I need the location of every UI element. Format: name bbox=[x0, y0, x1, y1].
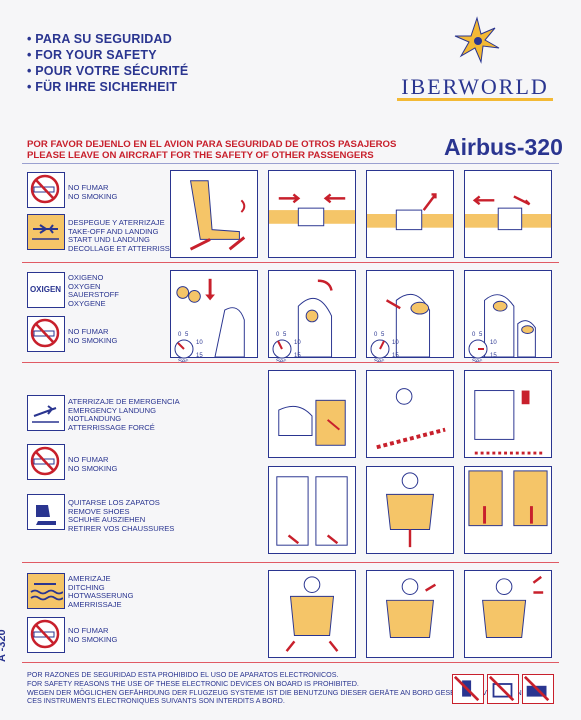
no-smoking-icon bbox=[27, 617, 65, 653]
seat-upright-panel bbox=[170, 170, 258, 258]
brace-position-panel bbox=[268, 370, 356, 458]
header-line: • FÜR IHRE SICHERHEIT bbox=[27, 80, 178, 94]
header-line: • FOR YOUR SAFETY bbox=[27, 48, 157, 62]
electronics-notice: POR RAZONES DE SEGURIDAD ESTA PROHIBIDO … bbox=[27, 670, 522, 706]
oxygen-icon-label: OXIGEN bbox=[29, 285, 62, 294]
notice-line: PLEASE LEAVE ON AIRCRAFT FOR THE SAFETY … bbox=[27, 150, 374, 161]
timer-tick-label: 5 bbox=[479, 332, 483, 338]
no-phone-icon bbox=[452, 674, 484, 704]
logo-text: IBERWORLD bbox=[401, 74, 549, 99]
aircraft-model: Airbus-320 bbox=[444, 134, 563, 160]
timer-tick-label: 15 bbox=[294, 353, 301, 359]
exit-lights-panel bbox=[464, 370, 552, 458]
ditching-icon bbox=[27, 573, 65, 609]
adjust-belt-panel bbox=[366, 170, 454, 258]
remove-shoes-icon bbox=[27, 494, 65, 530]
timer-tick-label: 0 bbox=[276, 332, 280, 338]
timer-icon: 051015Sec. bbox=[268, 325, 308, 365]
inflate-vest-panel bbox=[366, 570, 454, 658]
timer-tick-label: 5 bbox=[381, 332, 385, 338]
side-label: A -320 bbox=[0, 629, 8, 662]
timer-tick-label: 10 bbox=[196, 340, 203, 346]
footer-line: FOR SAFETY REASONS THE USE OF THESE ELEC… bbox=[27, 678, 359, 688]
timer-tick-label: 0 bbox=[472, 332, 476, 338]
footer-line: WEGEN DER MÖGLICHEN GEFÄHRDUNG DER FLUGZ… bbox=[27, 687, 522, 697]
no-tv-icon bbox=[487, 674, 519, 704]
remove-shoes-panel bbox=[268, 466, 356, 554]
timer-tick-label: 5 bbox=[283, 332, 287, 338]
no-smoking-icon bbox=[27, 172, 65, 208]
leave-on-aircraft-notice: POR FAVOR DEJENLO EN EL AVION PARA SEGUR… bbox=[27, 139, 396, 161]
no-radio-icon bbox=[522, 674, 554, 704]
logo-underline bbox=[397, 98, 553, 101]
timer-tick-label: 15 bbox=[490, 353, 497, 359]
divider bbox=[22, 562, 559, 563]
fasten-belt-panel bbox=[268, 170, 356, 258]
timer-tick-label: 10 bbox=[294, 340, 301, 346]
no-smoking-icon bbox=[27, 444, 65, 480]
divider bbox=[22, 262, 559, 263]
timer-icon: 051015Sec. bbox=[170, 325, 210, 365]
life-vest-pull-straps-panel bbox=[464, 466, 552, 554]
oxygen-icon: OXIGEN bbox=[27, 272, 65, 308]
timer-tick-label: 0 bbox=[178, 332, 182, 338]
timer-tick-label: 15 bbox=[392, 353, 399, 359]
timer-tick-label: 15 bbox=[196, 353, 203, 359]
header-line: • PARA SU SEGURIDAD bbox=[27, 32, 172, 46]
timer-icon: 051015Sec. bbox=[464, 325, 504, 365]
footer-line: CES INSTRUMENTS ELECTRONIQUES SUIVANTS S… bbox=[27, 696, 285, 706]
vest-light-whistle-panel bbox=[464, 570, 552, 658]
timer-tick-label: 0 bbox=[374, 332, 378, 338]
evacuation-slide-panel bbox=[366, 370, 454, 458]
emergency-landing-icon bbox=[27, 395, 65, 431]
iberworld-logo: IBERWORLD bbox=[395, 14, 555, 104]
timer-tick-label: 10 bbox=[392, 340, 399, 346]
footer-line: POR RAZONES DE SEGURIDAD ESTA PROHIBIDO … bbox=[27, 670, 339, 679]
release-belt-panel bbox=[464, 170, 552, 258]
place-mask-panel bbox=[366, 270, 454, 358]
notice-line: POR FAVOR DEJENLO EN EL AVION PARA SEGUR… bbox=[27, 139, 397, 150]
timer-icon: 051015Sec. bbox=[366, 325, 406, 365]
safety-header: • PARA SU SEGURIDAD • FOR YOUR SAFETY • … bbox=[27, 31, 188, 95]
header-line: • POUR VOTRE SÉCURITÉ bbox=[27, 64, 189, 78]
takeoff-landing-icon bbox=[27, 214, 65, 250]
divider bbox=[22, 662, 559, 663]
timer-tick-label: 10 bbox=[490, 340, 497, 346]
help-child-mask-panel bbox=[464, 270, 552, 358]
life-vest-put-on-panel bbox=[366, 466, 454, 554]
divider bbox=[22, 163, 559, 164]
divider bbox=[22, 362, 559, 363]
no-smoking-icon bbox=[27, 316, 65, 352]
star-logo-icon bbox=[454, 16, 500, 64]
life-vest-ditching-panel bbox=[268, 570, 356, 658]
timer-tick-label: 5 bbox=[185, 332, 189, 338]
